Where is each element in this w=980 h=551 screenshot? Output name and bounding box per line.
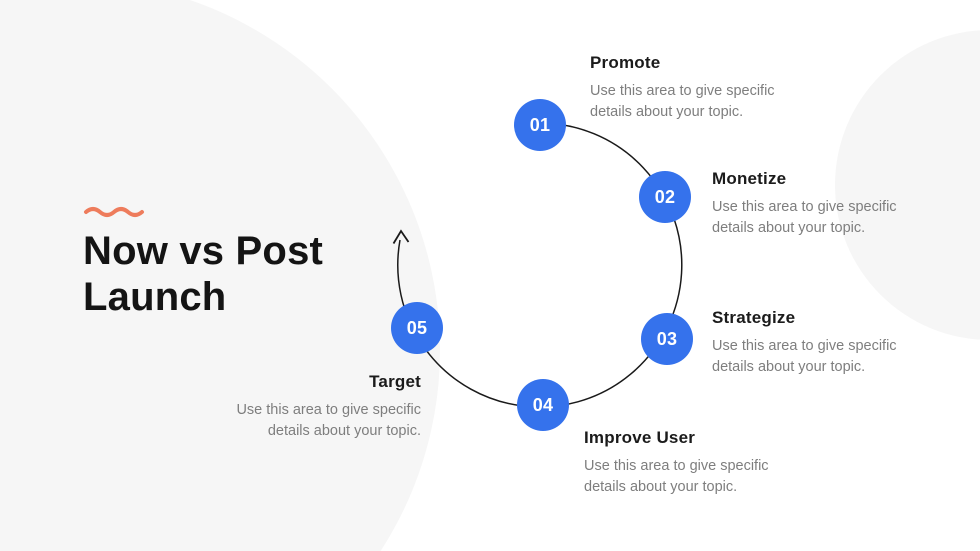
title-accent-squiggle-icon (84, 207, 144, 217)
step-label-monetize: Monetize (712, 169, 787, 188)
title-block: Now vs Post Launch (83, 204, 403, 320)
step-circle-01: 01 (514, 99, 566, 151)
step-number-02: 02 (654, 186, 676, 207)
step-description-monetize: Use this area to give specific details a… (712, 199, 897, 237)
step-block-monetize: Monetize Use this area to give specific … (712, 169, 936, 239)
step-block-improve-user: Improve User Use this area to give speci… (584, 428, 808, 498)
step-label-target: Target (369, 372, 421, 391)
step-description-improve-user: Use this area to give specific details a… (584, 458, 769, 496)
step-label-promote: Promote (590, 53, 661, 72)
step-circle-05: 05 (391, 302, 443, 354)
step-description-promote: Use this area to give specific details a… (590, 83, 775, 121)
step-circle-02: 02 (639, 171, 691, 223)
step-label-improve-user: Improve User (584, 428, 696, 447)
step-number-03: 03 (656, 328, 678, 349)
step-number-01: 01 (529, 114, 551, 135)
cycle-arc (397, 122, 683, 408)
step-circle-04: 04 (517, 379, 569, 431)
step-block-promote: Promote Use this area to give specific d… (590, 53, 814, 123)
step-circle-03: 03 (641, 313, 693, 365)
step-number-04: 04 (532, 394, 554, 415)
step-block-target: Target Use this area to give specific de… (197, 372, 421, 442)
step-description-strategize: Use this area to give specific details a… (712, 338, 897, 376)
step-label-strategize: Strategize (712, 308, 796, 327)
title-line-2: Launch (83, 275, 227, 319)
page-title: Now vs Post Launch (83, 228, 403, 320)
title-line-1: Now vs Post (83, 229, 324, 273)
step-block-strategize: Strategize Use this area to give specifi… (712, 308, 936, 378)
step-number-05: 05 (406, 317, 428, 338)
step-description-target: Use this area to give specific details a… (236, 402, 421, 440)
